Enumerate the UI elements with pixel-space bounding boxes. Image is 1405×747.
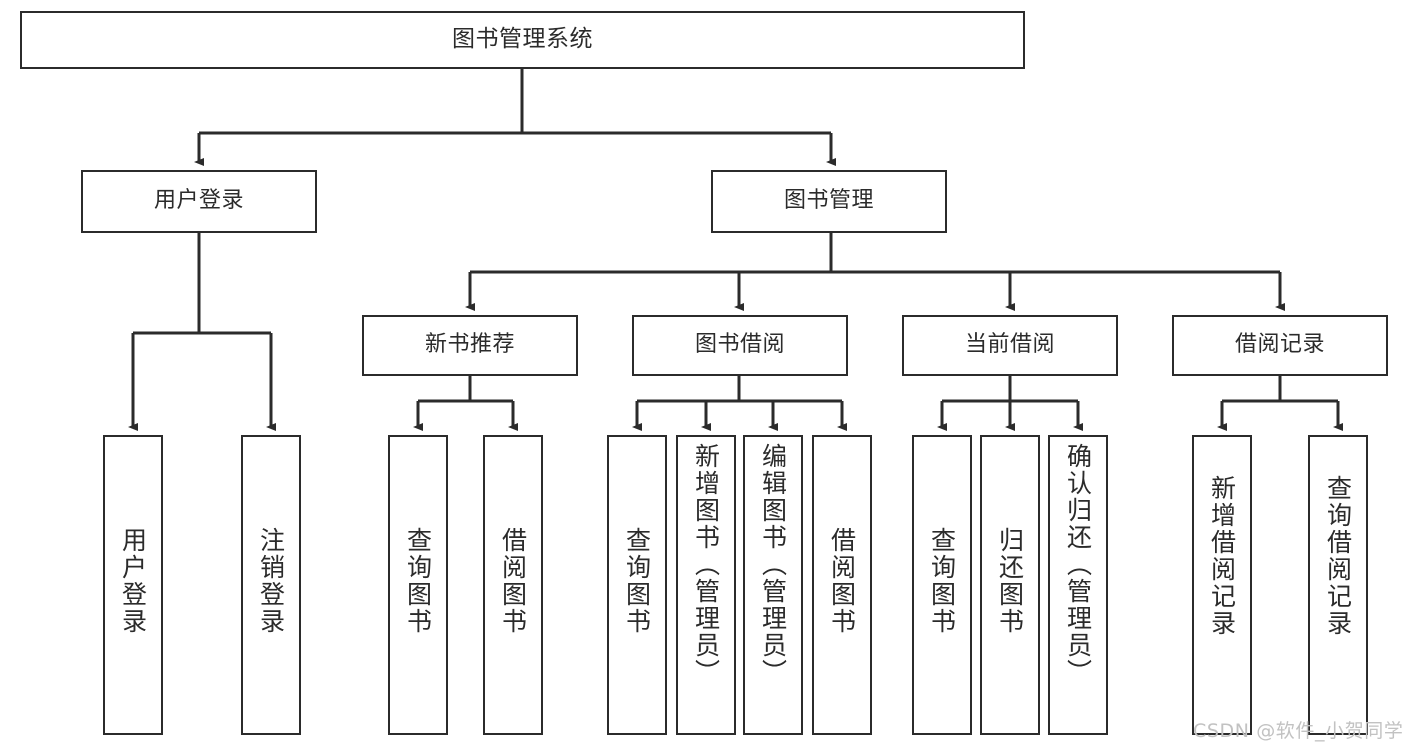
leaf-query-book-3-label: 查询图书: [927, 527, 957, 635]
leaf-add-borrow-record[interactable]: 新增借阅记录: [1192, 435, 1252, 735]
node-book-management-label: 图书管理: [783, 188, 874, 214]
leaf-borrow-book-2[interactable]: 借阅图书: [812, 435, 872, 735]
leaf-user-login[interactable]: 用户登录: [103, 435, 163, 735]
leaf-add-borrow-record-label: 新增借阅记录: [1207, 475, 1237, 637]
node-new-book-recommend-label: 新书推荐: [424, 332, 515, 358]
leaf-query-book-1[interactable]: 查询图书: [388, 435, 448, 735]
node-current-borrow-label: 当前借阅: [964, 332, 1055, 358]
node-borrow-record[interactable]: 借阅记录: [1172, 315, 1388, 376]
leaf-query-borrow-record-label: 查询借阅记录: [1323, 475, 1353, 637]
leaf-logout-login-label: 注销登录: [256, 527, 286, 635]
leaf-query-book-3[interactable]: 查询图书: [912, 435, 972, 735]
leaf-edit-book-label: 编辑图书（管理员）: [758, 443, 788, 686]
node-user-login[interactable]: 用户登录: [81, 170, 317, 233]
leaf-user-login-label: 用户登录: [118, 527, 148, 635]
leaf-return-book[interactable]: 归还图书: [980, 435, 1040, 735]
leaf-query-borrow-record[interactable]: 查询借阅记录: [1308, 435, 1368, 735]
node-user-login-label: 用户登录: [153, 188, 244, 214]
leaf-borrow-book-1-label: 借阅图书: [498, 527, 528, 635]
node-book-borrow-label: 图书借阅: [694, 332, 785, 358]
node-borrow-record-label: 借阅记录: [1234, 332, 1325, 358]
leaf-query-book-2-label: 查询图书: [622, 527, 652, 635]
node-new-book-recommend[interactable]: 新书推荐: [362, 315, 578, 376]
node-book-management[interactable]: 图书管理: [711, 170, 947, 233]
node-root-label: 图书管理系统: [452, 26, 593, 53]
node-book-borrow[interactable]: 图书借阅: [632, 315, 848, 376]
node-current-borrow[interactable]: 当前借阅: [902, 315, 1118, 376]
leaf-logout-login[interactable]: 注销登录: [241, 435, 301, 735]
leaf-confirm-return[interactable]: 确认归还（管理员）: [1048, 435, 1108, 735]
leaf-query-book-2[interactable]: 查询图书: [607, 435, 667, 735]
leaf-borrow-book-2-label: 借阅图书: [827, 527, 857, 635]
leaf-add-book-label: 新增图书（管理员）: [691, 443, 721, 686]
leaf-query-book-1-label: 查询图书: [403, 527, 433, 635]
leaf-borrow-book-1[interactable]: 借阅图书: [483, 435, 543, 735]
leaf-edit-book[interactable]: 编辑图书（管理员）: [743, 435, 803, 735]
watermark-text: CSDN @软件_小贺同学: [1193, 720, 1404, 742]
leaf-return-book-label: 归还图书: [995, 527, 1025, 635]
leaf-confirm-return-label: 确认归还（管理员）: [1063, 443, 1093, 686]
node-root[interactable]: 图书管理系统: [20, 11, 1025, 69]
leaf-add-book[interactable]: 新增图书（管理员）: [676, 435, 736, 735]
